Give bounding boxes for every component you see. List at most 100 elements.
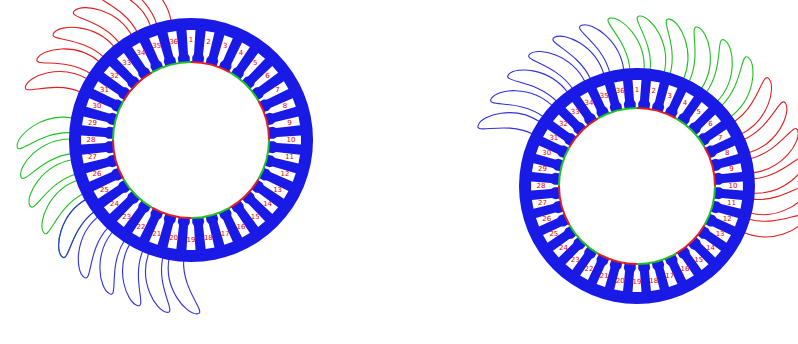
inner-arc: [230, 72, 260, 102]
coil-loop: [753, 157, 798, 193]
slot-number: 18: [649, 277, 658, 284]
coil-loop: [59, 199, 95, 258]
slot-number: 9: [287, 119, 291, 126]
coil-loop: [666, 19, 688, 80]
slot: [167, 31, 179, 64]
slot-number: 3: [668, 92, 672, 99]
coil-loop: [750, 129, 798, 173]
slot-number: 6: [708, 121, 712, 128]
stator-core: [519, 68, 755, 304]
slot: [149, 35, 166, 68]
slot: [267, 116, 300, 128]
slot: [536, 146, 565, 161]
slot: [649, 262, 660, 291]
inner-arc: [676, 225, 706, 255]
slot: [532, 198, 561, 209]
slot-number: 10: [729, 183, 738, 190]
inner-arc: [558, 147, 570, 187]
slot-number: 20: [616, 277, 625, 284]
stator-ring: [17, 0, 313, 314]
slot-number: 30: [542, 150, 551, 157]
slot-number: 23: [571, 256, 580, 263]
slot-number: 10: [287, 137, 296, 144]
coil-loop: [734, 78, 772, 135]
coil-loop: [146, 252, 170, 312]
inner-arc: [637, 107, 677, 119]
slot-number: 17: [665, 273, 674, 280]
coil-loop: [743, 215, 798, 237]
slot-number: 27: [538, 199, 547, 206]
slot-number: 11: [285, 154, 294, 161]
inner-arc: [112, 101, 124, 141]
slot-number: 27: [88, 154, 97, 161]
coil-loop: [100, 231, 125, 294]
slot-number: 16: [237, 223, 246, 230]
slot: [674, 252, 693, 280]
slot: [86, 165, 119, 182]
coil-loop: [78, 216, 108, 278]
slot-number: 6: [265, 72, 269, 79]
slot: [263, 98, 296, 115]
slot-number: 19: [633, 279, 642, 286]
slot-number: 31: [549, 135, 558, 142]
slot: [249, 66, 278, 92]
slot: [257, 81, 288, 102]
slot-number: 36: [169, 38, 178, 45]
slot-number: 14: [706, 244, 715, 251]
slot-number: 25: [100, 187, 109, 194]
slot: [662, 258, 677, 287]
slot: [543, 223, 571, 242]
coil-loop: [53, 27, 115, 57]
slot-number: 2: [651, 88, 655, 95]
inner-arc: [258, 140, 270, 180]
slot: [132, 43, 153, 74]
slot: [94, 177, 125, 198]
slot-number: 16: [681, 266, 690, 273]
slot-number: 1: [189, 37, 193, 44]
inner-arc: [191, 207, 231, 219]
slot-number: 35: [600, 92, 609, 99]
slot: [709, 211, 738, 226]
slot-number: 8: [725, 150, 729, 157]
slot: [662, 85, 677, 114]
slot-number: 13: [716, 231, 725, 238]
slot: [713, 198, 742, 209]
slot: [674, 92, 693, 120]
slot-number: 22: [137, 223, 146, 230]
slot-number: 12: [723, 215, 732, 222]
coil-loop: [637, 16, 665, 73]
slot: [709, 146, 738, 161]
slot: [553, 235, 579, 258]
slot: [614, 81, 625, 110]
slot: [203, 216, 215, 249]
slot-number: 26: [542, 215, 551, 222]
coil-loop: [529, 51, 586, 89]
slot: [695, 114, 721, 137]
slot-number: 33: [122, 60, 131, 67]
coil-loop: [25, 72, 87, 93]
slot: [713, 163, 742, 174]
inner-arc: [704, 186, 716, 226]
slot-number: 32: [110, 72, 119, 79]
slot-number: 28: [87, 137, 96, 144]
inner-arc: [123, 179, 153, 209]
slot: [614, 262, 625, 291]
slot: [649, 81, 660, 110]
slot: [263, 165, 296, 182]
slot-number: 31: [100, 87, 109, 94]
inner-arc: [569, 118, 599, 148]
slot: [82, 152, 115, 164]
inner-arc: [569, 225, 599, 255]
slot-number: 23: [122, 213, 131, 220]
coil-loop: [689, 27, 711, 89]
slot-number: 21: [152, 230, 161, 237]
slot-number: 8: [283, 102, 287, 109]
slot-number: 12: [281, 171, 290, 178]
slot-number: 5: [696, 109, 700, 116]
coil-loop: [97, 0, 151, 33]
inner-arc: [676, 118, 706, 148]
slot: [216, 212, 233, 245]
slot: [543, 129, 571, 148]
